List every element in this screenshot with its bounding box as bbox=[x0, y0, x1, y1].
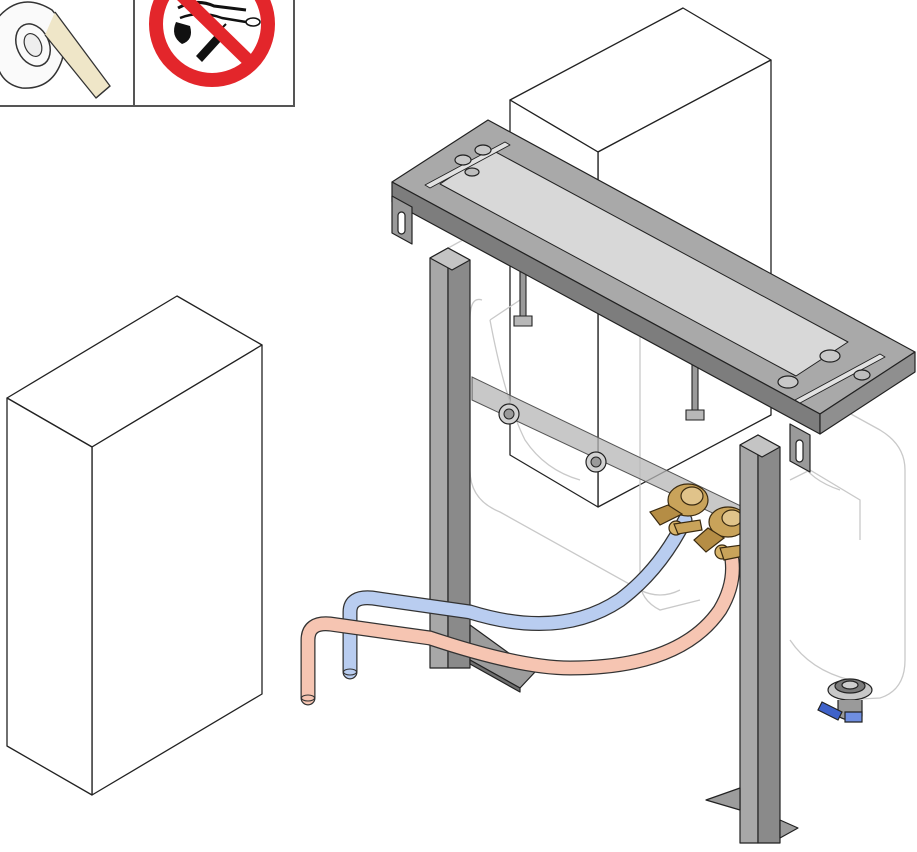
brass-valve-hot bbox=[693, 506, 748, 561]
frame-top bbox=[391, 119, 916, 473]
no-welding-prohibition-icon bbox=[149, 0, 275, 87]
frame-leg-right bbox=[705, 434, 799, 844]
bolt-nut bbox=[454, 144, 492, 177]
bolt-nut bbox=[585, 451, 607, 473]
icon-panel bbox=[0, 0, 295, 107]
bolt-nut bbox=[777, 349, 871, 389]
cistern-box-left bbox=[6, 295, 263, 796]
sealing-tape-icon bbox=[0, 1, 111, 99]
cold-water-pipe bbox=[342, 512, 693, 680]
drain-fitting bbox=[817, 678, 873, 723]
bolt-nut bbox=[498, 403, 520, 425]
brass-valve-cold bbox=[649, 483, 709, 536]
hot-water-pipe bbox=[300, 552, 740, 706]
